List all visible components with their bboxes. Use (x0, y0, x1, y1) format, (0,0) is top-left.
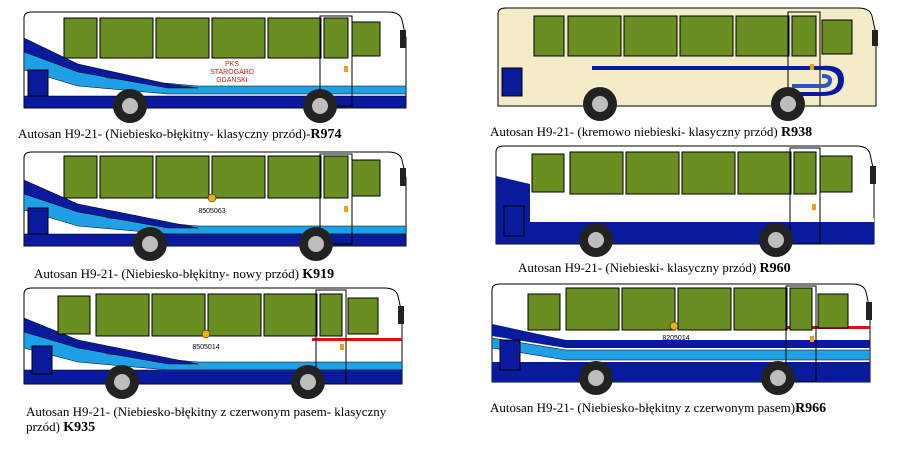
bus-drawing-r966: 8205014 (491, 283, 872, 395)
fleet-number: K919 (302, 267, 335, 282)
fleet-number: K935 (63, 420, 96, 435)
operator-sign-line-2: STAROGARD (210, 69, 254, 76)
vehicle-badge-number: 8205014 (662, 335, 689, 342)
bus-drawing-k919: 8505063 (23, 151, 407, 261)
bus-drawing-r938 (497, 7, 878, 121)
vehicle-badge-number: 8505014 (192, 344, 219, 351)
caption-text: Autosan H9-21- (Niebiesko-błękitny- klas… (18, 126, 311, 141)
caption-text: Autosan H9-21- (kremowo niebieski- klasy… (490, 124, 778, 139)
fleet-number: R960 (759, 261, 791, 276)
bus-drawing-r974: PKS STAROGARD GDAŃSKI (23, 11, 407, 123)
fleet-number: R974 (310, 127, 342, 142)
caption-text: Autosan H9-21- (Niebiesko-błękitny- nowy… (34, 266, 299, 281)
caption-text: Autosan H9-21- (Niebieski- klasyczny prz… (518, 260, 757, 275)
fleet-number: R966 (795, 401, 827, 416)
caption-text: Autosan H9-21- (Niebiesko-błękitny z cze… (490, 400, 796, 415)
fleet-number: R938 (780, 125, 813, 140)
bus-drawing-r960 (495, 145, 876, 257)
bus-drawing-k935: 8505014 (23, 287, 404, 399)
operator-sign-line-3: GDAŃSKI (216, 75, 248, 84)
bus-caption-k919: Autosan H9-21- (Niebiesko-błękitny- nowy… (34, 266, 334, 282)
bus-caption-r974: Autosan H9-21- (Niebiesko-błękitny- klas… (18, 126, 342, 142)
bus-caption-r938: Autosan H9-21- (kremowo niebieski- klasy… (490, 124, 812, 140)
operator-sign-line-1: PKS (225, 61, 239, 68)
bus-caption-r966: Autosan H9-21- (Niebiesko-błękitny z cze… (490, 400, 826, 416)
bus-caption-r960: Autosan H9-21- (Niebieski- klasyczny prz… (518, 260, 791, 276)
bus-caption-k935: Autosan H9-21- (Niebiesko-błękitny z cze… (26, 404, 406, 435)
vehicle-badge-number: 8505063 (198, 208, 225, 215)
caption-text: Autosan H9-21- (Niebiesko-błękitny z cze… (26, 404, 387, 434)
